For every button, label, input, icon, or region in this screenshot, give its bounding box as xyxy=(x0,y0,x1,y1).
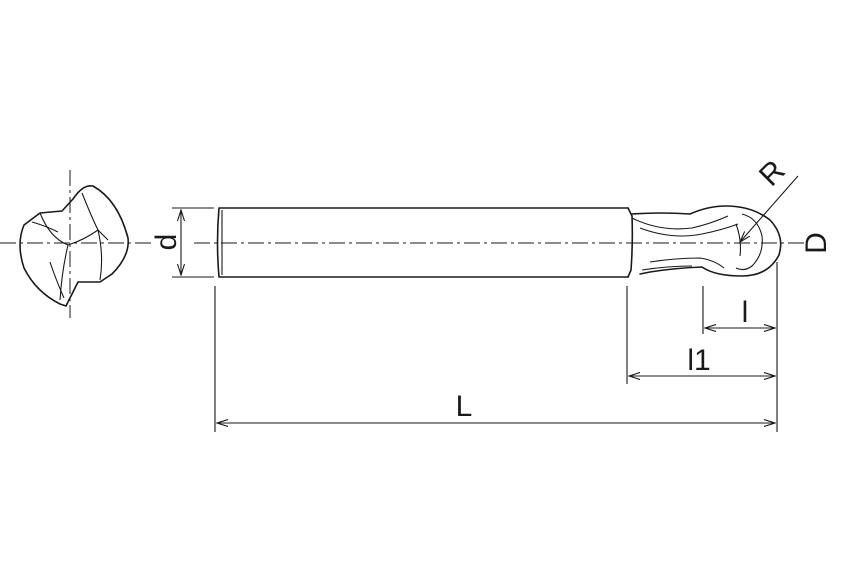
end-view-flute-3 xyxy=(67,229,99,246)
l1-label: l1 xyxy=(687,344,710,377)
end-view-flute-7 xyxy=(49,261,65,299)
ball-nose-lip xyxy=(735,223,742,257)
end-view-flute-5 xyxy=(97,229,103,281)
L-label: L xyxy=(456,390,473,423)
shank-to-flute-transition xyxy=(627,207,634,278)
r-label: R xyxy=(753,154,792,193)
cutting-head-outline xyxy=(631,205,782,277)
dimensions: d R D l l1 L xyxy=(150,154,833,432)
flute-edge-2 xyxy=(639,223,739,237)
flute-edge-4 xyxy=(641,265,693,271)
flute-edge-1 xyxy=(631,215,729,230)
end-view-flute-6 xyxy=(31,221,59,233)
r-leader-line xyxy=(740,175,799,242)
end-view-flute-1 xyxy=(39,212,69,246)
shank-outline xyxy=(216,207,629,278)
ball-nose-inner-arc xyxy=(735,213,763,271)
end-view xyxy=(0,170,152,318)
D-label: D xyxy=(800,232,833,254)
flute-edge-3 xyxy=(649,257,725,269)
l-label: l xyxy=(742,296,749,329)
side-view xyxy=(194,205,804,278)
d-label: d xyxy=(150,234,183,251)
end-view-flute-4 xyxy=(59,244,69,301)
end-view-flute-2 xyxy=(81,192,109,241)
end-view-outline xyxy=(19,184,129,307)
